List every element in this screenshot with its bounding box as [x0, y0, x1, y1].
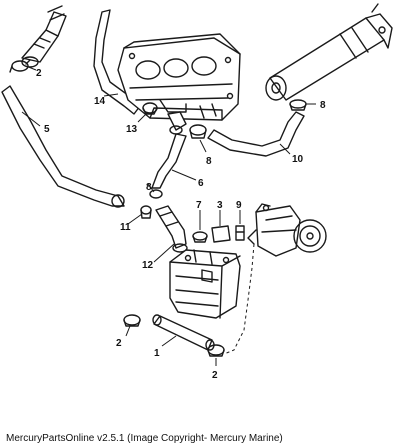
- hose-clamp-8-manifold: [189, 124, 207, 139]
- callout-7: 7: [196, 200, 202, 211]
- callout-3: 3: [217, 200, 223, 211]
- module-block: [169, 249, 241, 319]
- leader-lines: [21, 65, 316, 366]
- hose-5: [1, 85, 125, 208]
- heat-exchanger-tube: [265, 3, 393, 101]
- callout-13: 13: [126, 124, 138, 135]
- callout-11: 11: [120, 222, 131, 233]
- callout-2-left: 2: [116, 338, 122, 349]
- fitting-11: [140, 205, 152, 219]
- callout-8-left: 8: [146, 182, 152, 193]
- hose-6: [151, 133, 187, 189]
- callout-10: 10: [292, 154, 304, 165]
- hose-clamp-7: [192, 231, 208, 243]
- callout-14: 14: [94, 96, 106, 107]
- callout-9: 9: [236, 200, 242, 211]
- image-copyright-caption: MercuryPartsOnline v2.5.1 (Image Copyrig…: [6, 433, 283, 444]
- callout-5: 5: [44, 124, 50, 135]
- elbow-fitting-top: [21, 5, 67, 68]
- fitting-9: [235, 225, 245, 241]
- callout-8-right: 8: [320, 100, 326, 111]
- dashed-route-line: [223, 243, 255, 355]
- water-pump: [247, 203, 327, 257]
- hose-1: [152, 314, 215, 351]
- callout-6: 6: [198, 178, 204, 189]
- hose-10: [207, 111, 305, 157]
- callout-2-top-left: 2: [36, 68, 42, 79]
- hose-clamp-2-top: [9, 59, 31, 73]
- callout-8-center: 8: [206, 156, 212, 167]
- sleeve-3: [211, 225, 231, 243]
- hose-clamp-8-right: [289, 99, 307, 111]
- callout-2-bottom: 2: [212, 370, 218, 381]
- elbow-fitting-12: [155, 205, 188, 253]
- hose-clamp-13: [142, 102, 158, 115]
- manifold-assembly: [117, 33, 241, 121]
- hose-clamp-2-bottom: [207, 344, 225, 357]
- hose-clamp-8-lower: [149, 189, 163, 199]
- callout-1: 1: [154, 348, 160, 359]
- hose-clamp-2-left: [123, 314, 141, 327]
- callout-12: 12: [142, 260, 154, 271]
